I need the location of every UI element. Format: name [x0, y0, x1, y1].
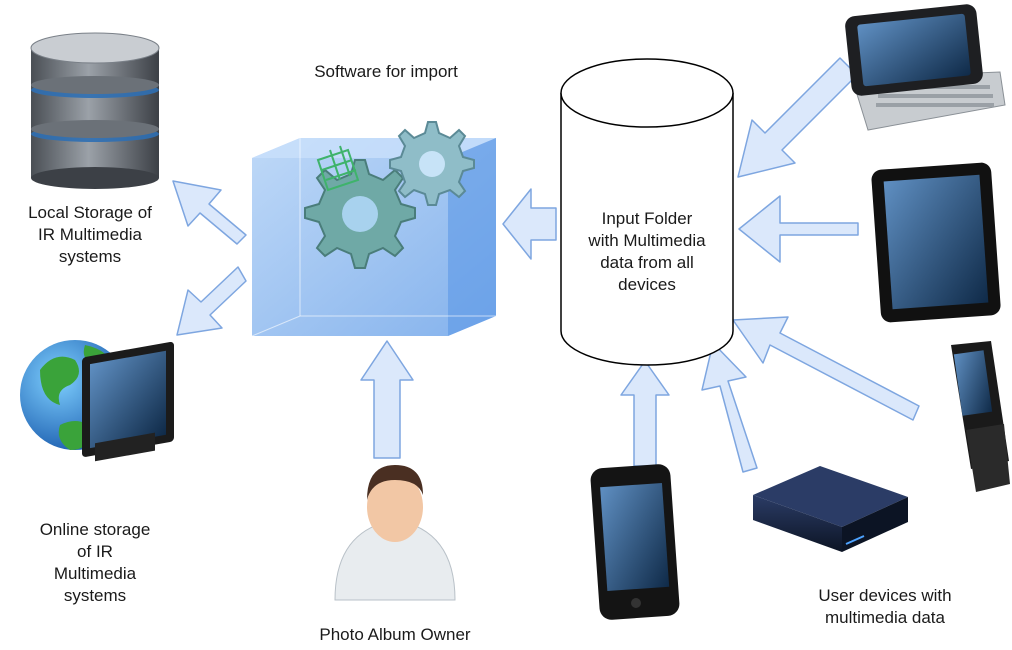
person-icon	[334, 465, 456, 601]
software-label: Software for import	[314, 62, 458, 81]
arrow-tablet-to-folder	[738, 195, 859, 263]
external-drive-icon	[753, 466, 908, 552]
user-devices-label: User devices with multimedia data	[818, 586, 952, 627]
cylinder-shape	[560, 58, 734, 366]
tablet-icon	[871, 162, 1001, 323]
arrow-folder-to-software	[502, 188, 557, 260]
flip-phone-icon	[951, 341, 1010, 492]
arrow-smartphone-to-folder	[620, 360, 670, 467]
arrow-drive-to-folder	[701, 342, 758, 473]
arrow-to-online-storage	[176, 266, 247, 336]
smartphone-icon	[590, 464, 680, 620]
owner-label: Photo Album Owner	[319, 625, 471, 644]
arrow-slider-phone-to-folder	[737, 57, 858, 178]
slider-phone-icon	[845, 4, 1006, 131]
arrow-to-local-storage	[172, 180, 247, 245]
gears-cube-icon	[251, 121, 496, 337]
online-storage-label: Online storage of IR Multimedia systems	[39, 520, 151, 605]
input-folder-label: Input Folder with Multimedia data from a…	[588, 209, 706, 294]
database-icon	[30, 32, 160, 189]
arrow-owner-to-software	[360, 340, 414, 459]
local-storage-label: Local Storage of IR Multimedia systems	[28, 203, 152, 266]
arrow-flip-phone-to-folder	[732, 316, 920, 421]
globe-monitor-icon	[20, 340, 174, 462]
